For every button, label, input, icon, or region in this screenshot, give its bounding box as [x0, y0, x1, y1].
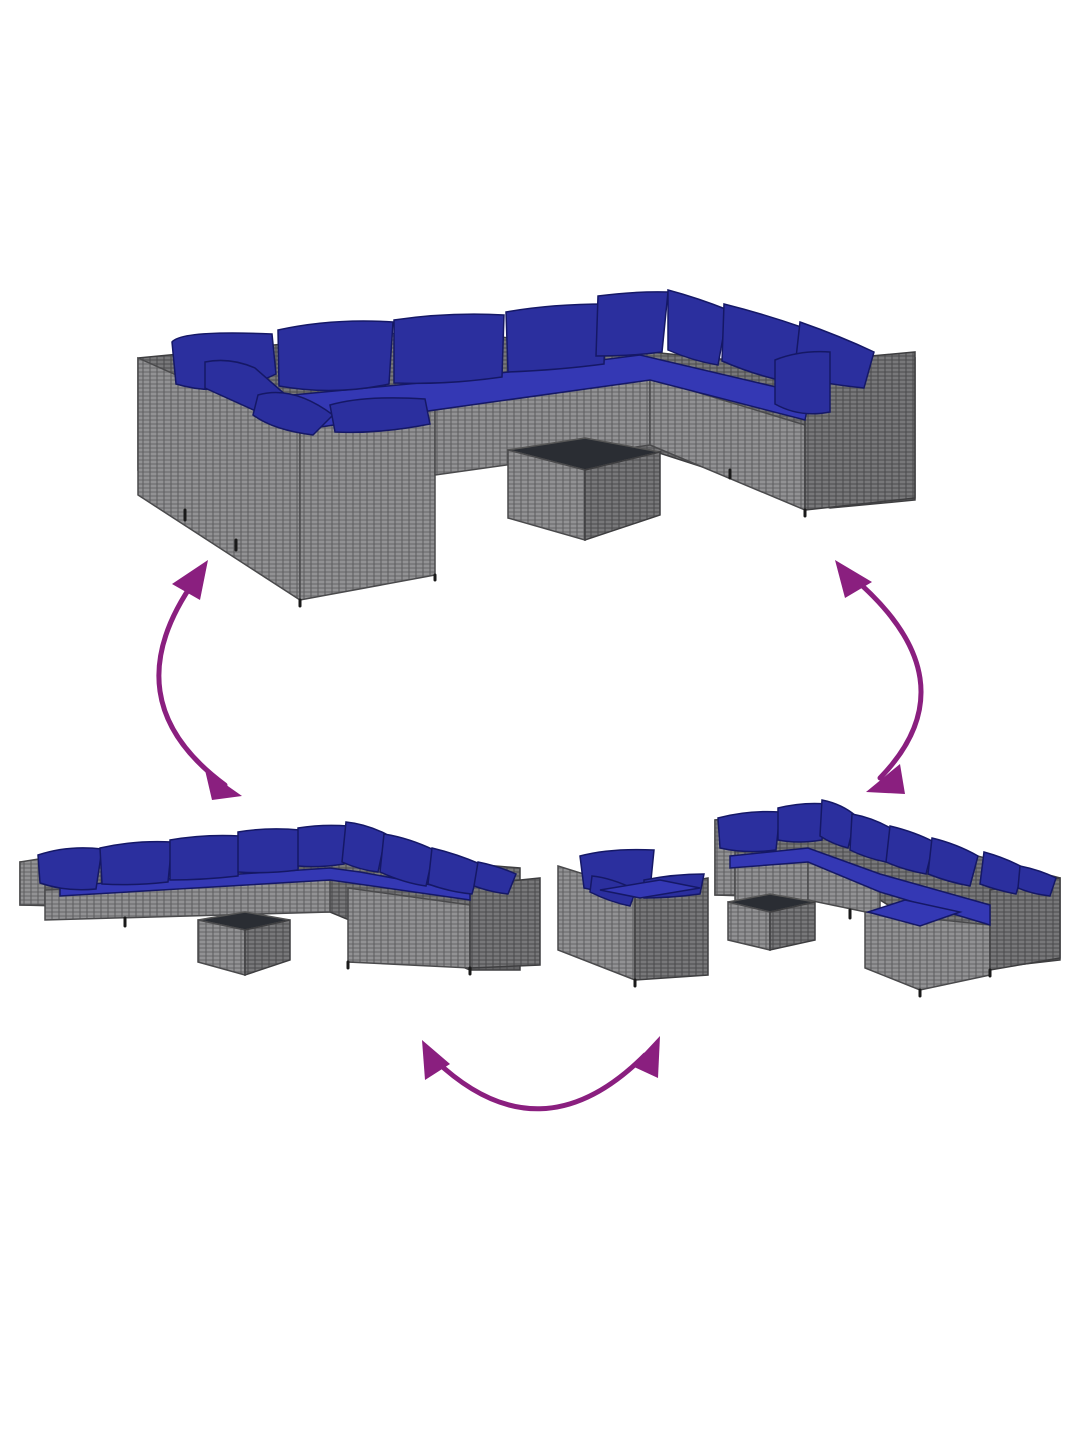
long-l-shaped-set — [19, 821, 541, 977]
arrow-left-bidirectional — [156, 560, 242, 800]
arrow-right-bidirectional — [835, 560, 924, 794]
back-cushions-br — [717, 799, 1057, 897]
armchair — [557, 848, 709, 988]
rearrange-arrows — [156, 560, 924, 1112]
coffee-table-top — [507, 437, 661, 542]
coffee-table-br — [727, 893, 816, 951]
armchair-and-corner-set — [557, 799, 1061, 998]
back-cushions-top — [171, 289, 875, 436]
coffee-table-bl — [197, 911, 291, 977]
large-u-shaped-set — [137, 289, 916, 608]
back-cushions-bl — [37, 821, 517, 895]
arrow-bottom-bidirectional — [422, 1036, 660, 1112]
